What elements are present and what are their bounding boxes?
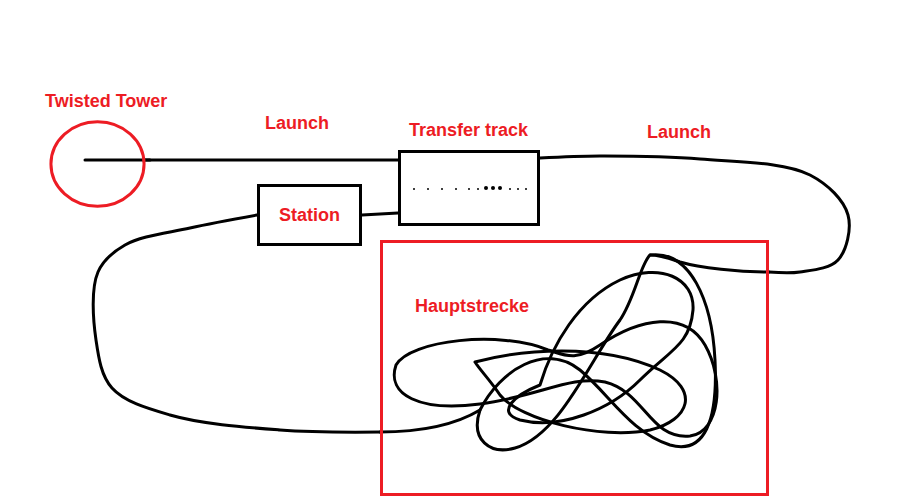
track-label: Launch [647,121,711,143]
tower-track-end [85,159,150,162]
track-connector [362,213,398,215]
track-dot [468,188,470,190]
track-join [380,410,480,432]
track-dot [413,188,415,190]
track-dot [441,188,443,190]
box-heading: Twisted Tower [45,90,167,112]
track-dot [517,188,519,190]
track-connector [540,156,849,273]
tower-outline [49,120,146,208]
track-dot [525,188,527,190]
transfer-dots [413,186,527,190]
tower-circle: Twisted Tower [49,120,146,208]
box-heading: Hauptstrecke [415,295,529,317]
station-box: Station [257,184,362,246]
track-dot [477,188,479,190]
main-track-region: Hauptstrecke [380,240,769,496]
track-dot [491,186,495,190]
box-label: Station [279,204,340,226]
track-dot [509,188,511,190]
box-heading: Transfer track [409,119,528,141]
track-dot [455,188,457,190]
track-dot [427,188,429,190]
track-dot [484,186,488,190]
tower-circle-outline [51,122,144,206]
track-label: Launch [265,112,329,134]
track-connector [144,159,398,162]
transfer-box: Transfer track [398,150,540,226]
track-loop [475,351,685,433]
track-connector [93,215,380,432]
track-dot [498,186,502,190]
track-join [650,255,769,272]
